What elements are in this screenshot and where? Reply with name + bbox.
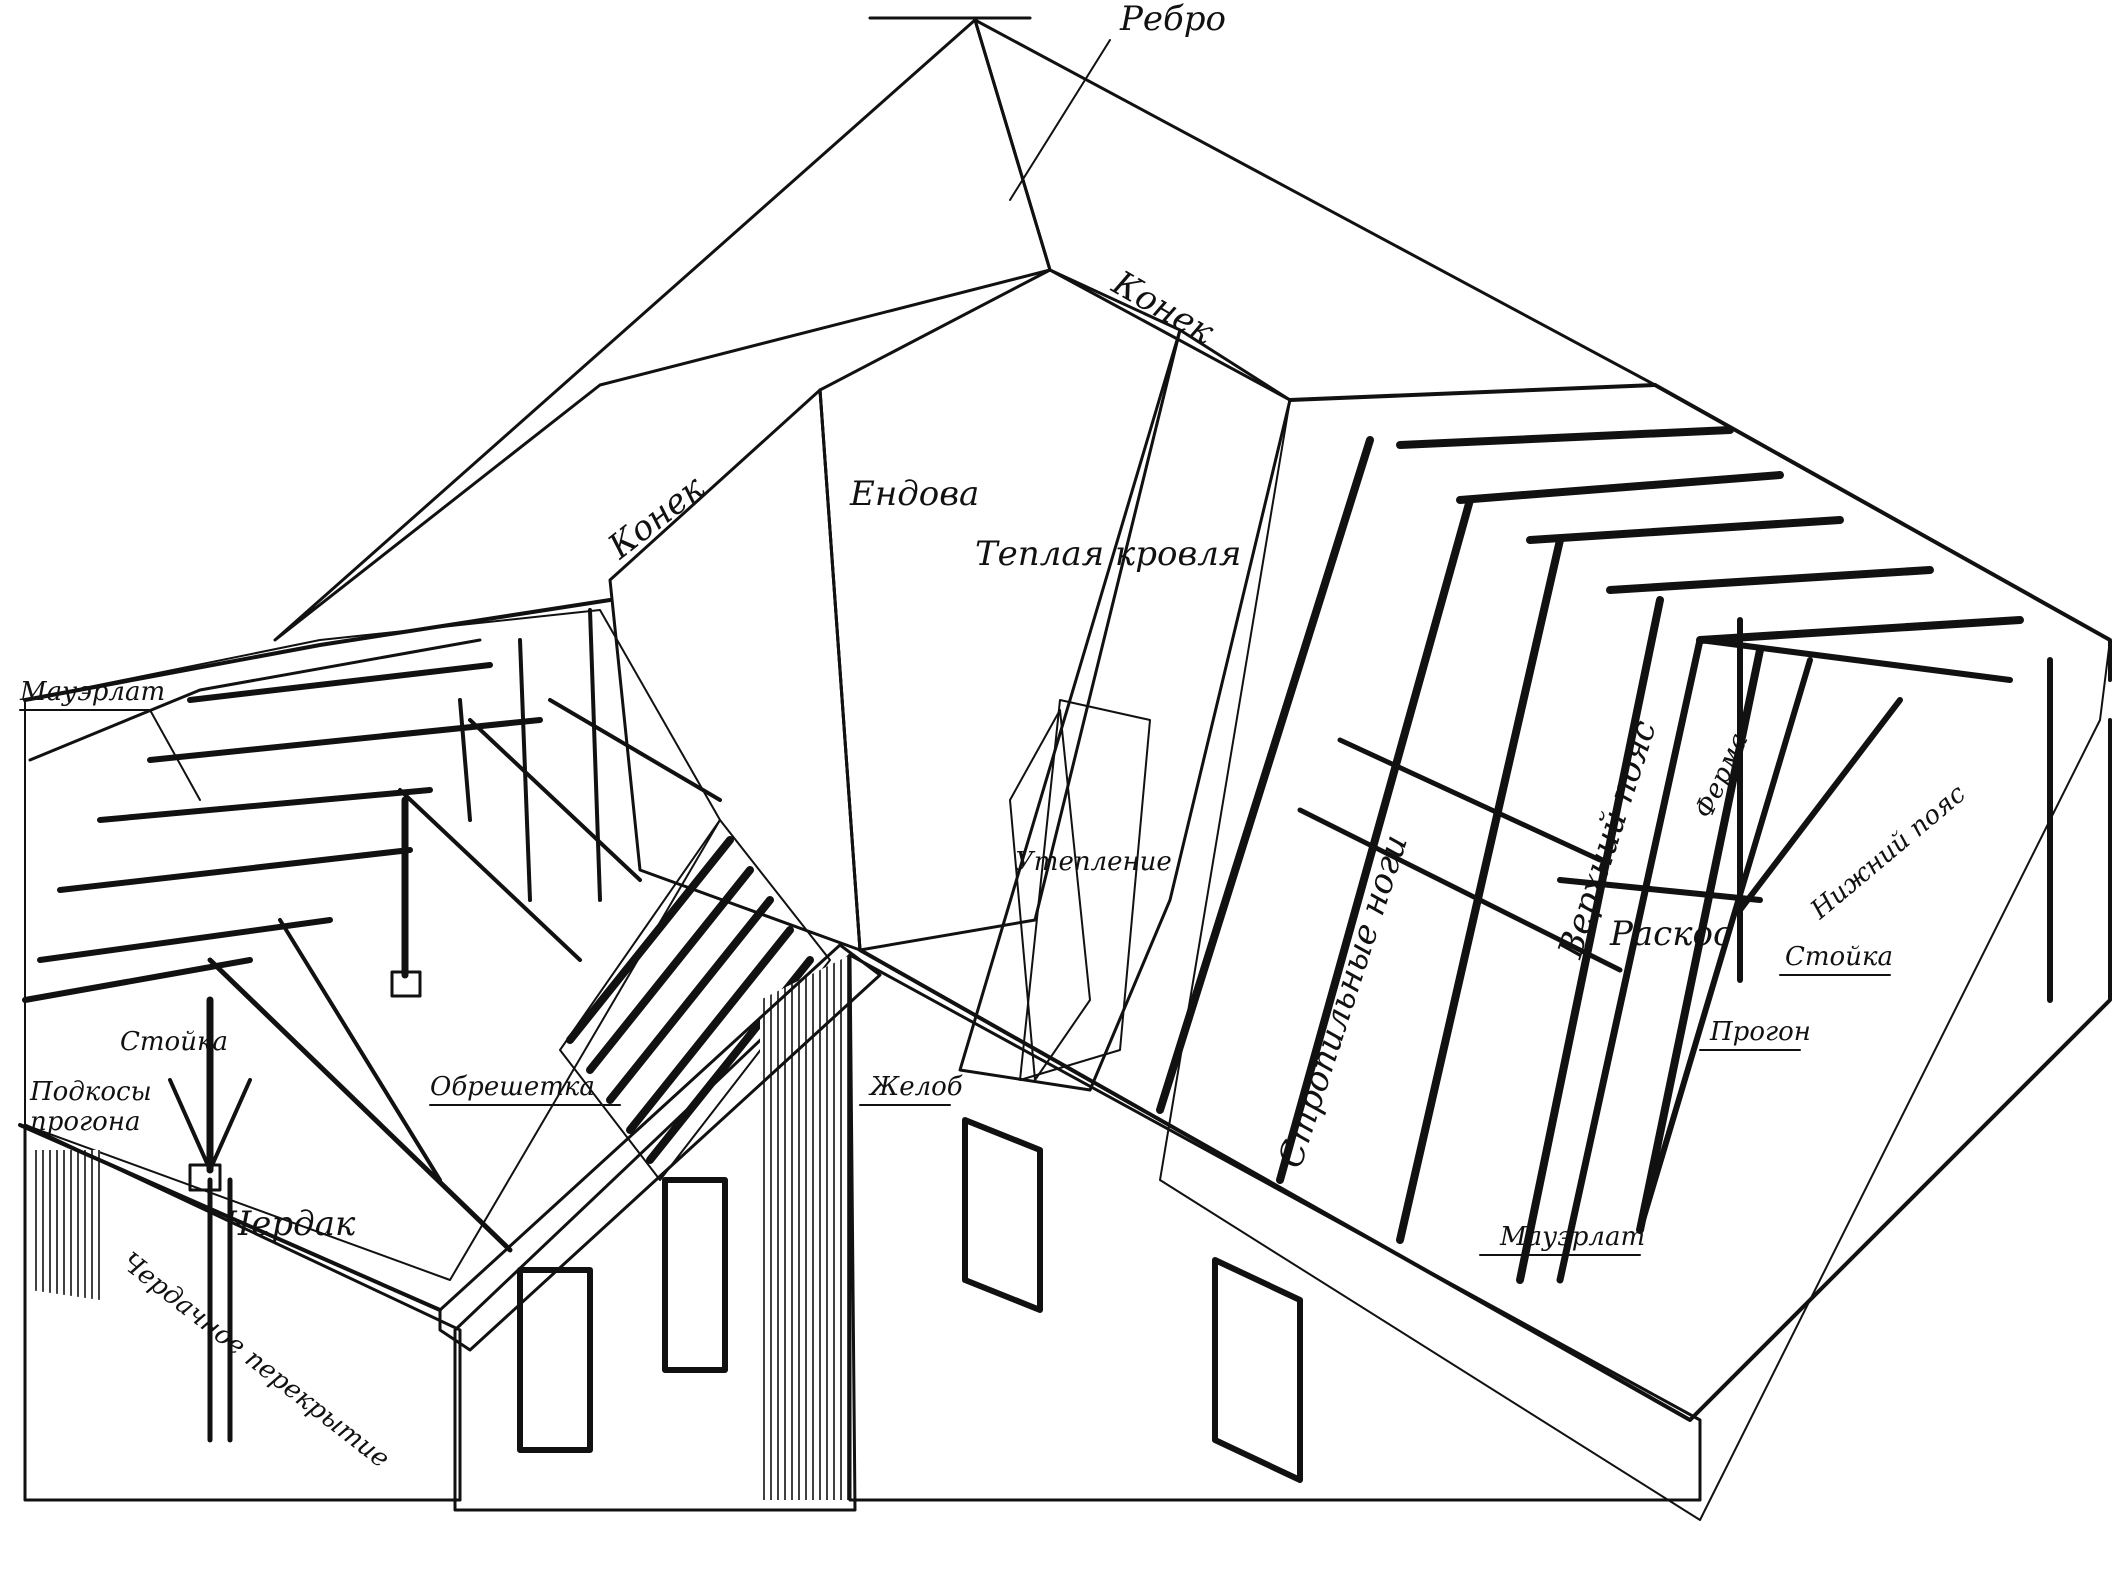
label-mauerlat-right: Мауэрлат bbox=[1499, 1222, 1645, 1252]
main-roof bbox=[273, 16, 1657, 642]
window bbox=[962, 1117, 1043, 1313]
valley-faces bbox=[608, 268, 1182, 952]
warm-roof-section bbox=[958, 328, 1292, 1092]
walls bbox=[18, 718, 2112, 1512]
window bbox=[662, 1177, 728, 1373]
right-wing-frame bbox=[1156, 383, 2112, 1521]
label-utteplenie: Утепление bbox=[1015, 847, 1172, 877]
label-zhelob: Желоб bbox=[868, 1072, 963, 1102]
label-raskos: Раскос bbox=[1609, 914, 1732, 954]
window bbox=[1212, 1257, 1303, 1483]
ceiling-joists bbox=[207, 1177, 233, 1443]
label-rebro: Ребро bbox=[1119, 0, 1226, 39]
right-purlins-top bbox=[1396, 426, 2024, 644]
valley-line bbox=[818, 388, 862, 952]
ridge-line bbox=[973, 18, 1052, 272]
label-obreshetka: Обрешетка bbox=[430, 1072, 595, 1102]
label-mauerlat-left: Мауэрлат bbox=[19, 677, 165, 707]
label-stropilnye-nogi: Стропильные ноги bbox=[1271, 830, 1416, 1173]
label-stoika-right: Стойка bbox=[1785, 942, 1893, 972]
label-cherdak: Чердак bbox=[225, 1204, 356, 1244]
label-konek-left: Конек bbox=[600, 468, 712, 568]
label-ferma: Ферма bbox=[1689, 728, 1755, 823]
label-podkosy-1: Подкосы bbox=[29, 1077, 152, 1107]
left-posts bbox=[168, 796, 422, 1192]
label-podkosy-2: прогона bbox=[30, 1107, 140, 1137]
left-wing-frame bbox=[22, 598, 722, 1281]
right-battens-horizontal bbox=[1297, 737, 1623, 973]
label-stoika-left: Стойка bbox=[120, 1027, 228, 1057]
windows bbox=[517, 1117, 1303, 1483]
left-rafters bbox=[207, 608, 722, 1253]
window bbox=[517, 1267, 593, 1453]
label-endova: Ендова bbox=[849, 474, 979, 514]
label-teplaya-krovlya: Теплая кровля bbox=[975, 534, 1241, 574]
right-truss bbox=[1556, 617, 2053, 1284]
label-nizhnii-poyas: Нижний пояс bbox=[1804, 779, 1971, 926]
label-progon: Прогон bbox=[1709, 1017, 1811, 1047]
